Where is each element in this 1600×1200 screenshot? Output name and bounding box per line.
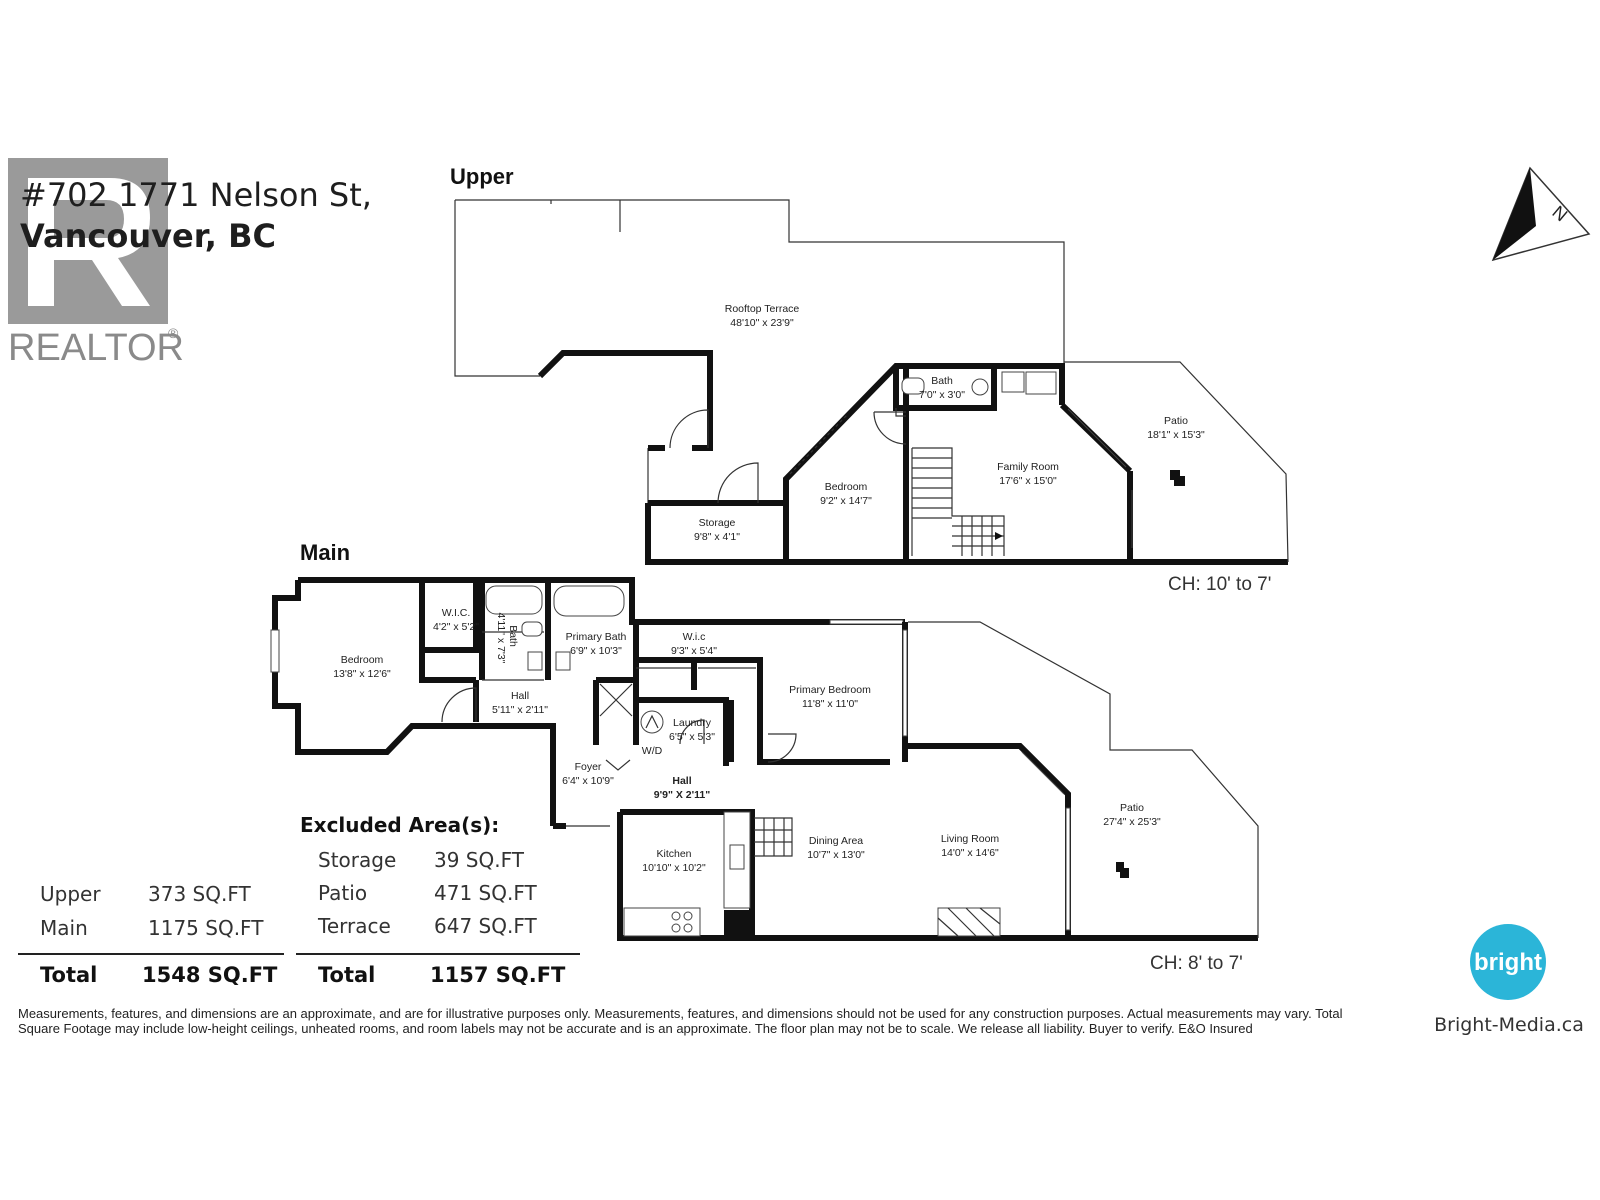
area-row-label: Upper [40, 882, 101, 906]
registered-mark: ® [168, 325, 179, 341]
room-main-patio-name: Patio [1120, 802, 1144, 814]
area-summary-table: Upper 373 SQ.FT Main 1175 SQ.FT Total 15… [18, 882, 284, 987]
bright-media-logo: bright Bright-Media.ca [1434, 924, 1584, 1036]
room-laundry-dim: 6'5" x 5'3" [669, 731, 715, 743]
address-line-2: Vancouver, BC [20, 217, 276, 255]
area-total-label: Total [40, 963, 97, 987]
room-foyer-dim: 6'4" x 10'9" [562, 775, 614, 787]
room-wic2-dim: 9'3" x 5'4" [671, 645, 717, 657]
excluded-area-table: Excluded Area(s): Storage 39 SQ.FT Patio… [296, 813, 580, 987]
upper-ceiling-height: CH: 10' to 7' [1168, 574, 1271, 595]
excluded-row-label: Storage [318, 848, 396, 872]
room-main-bedroom-dim: 13'8" x 12'6" [333, 668, 391, 680]
room-upper-bedroom-dim: 9'2" x 14'7" [820, 495, 872, 507]
realtor-wordmark: REALTOR [8, 327, 184, 369]
upper-level-label: Upper [450, 164, 514, 189]
room-primary-bath-dim: 6'9" x 10'3" [570, 645, 622, 657]
room-main-patio-dim: 27'4" x 25'3" [1103, 816, 1161, 828]
room-storage-dim: 9'8" x 4'1" [694, 531, 740, 543]
room-primary-bath-name: Primary Bath [566, 631, 627, 643]
north-arrow-icon: N [1491, 166, 1591, 262]
room-main-bedroom-name: Bedroom [341, 654, 384, 666]
room-storage-name: Storage [699, 517, 736, 529]
room-foyer-name: Foyer [575, 761, 602, 773]
room-family-room-name: Family Room [997, 461, 1059, 473]
room-dining-name: Dining Area [809, 835, 863, 847]
area-row-value: 373 SQ.FT [148, 882, 251, 906]
room-kitchen-dim: 10'10" x 10'2" [642, 862, 706, 874]
main-ceiling-height: CH: 8' to 7' [1150, 953, 1243, 974]
room-rooftop-terrace-dim: 48'10" x 23'9" [730, 317, 794, 329]
address-line-1: #702 1771 Nelson St, [20, 176, 372, 214]
excluded-title: Excluded Area(s): [300, 813, 499, 837]
room-living-dim: 14'0" x 14'6" [941, 847, 999, 859]
room-dining-dim: 10'7" x 13'0" [807, 849, 865, 861]
room-laundry-name: Laundry [673, 717, 712, 729]
excluded-total-value: 1157 SQ.FT [430, 963, 566, 987]
room-wic-name: W.I.C. [442, 607, 471, 619]
room-upper-bedroom-name: Bedroom [825, 481, 868, 493]
area-total-value: 1548 SQ.FT [142, 963, 278, 987]
excluded-row-label: Patio [318, 881, 367, 905]
room-family-room-dim: 17'6" x 15'0" [999, 475, 1057, 487]
main-level-label: Main [300, 540, 350, 565]
room-rooftop-terrace-name: Rooftop Terrace [725, 303, 800, 315]
upper-room-labels: Rooftop Terrace 48'10" x 23'9" Bath 7'0"… [694, 303, 1205, 543]
room-upper-bath-dim: 7'0" x 3'0" [919, 389, 965, 401]
area-row-value: 1175 SQ.FT [148, 916, 264, 940]
room-living-name: Living Room [941, 833, 1000, 845]
excluded-row-value: 39 SQ.FT [434, 848, 525, 872]
room-wd-label: W/D [642, 745, 663, 757]
bright-media-url: Bright-Media.ca [1434, 1014, 1584, 1036]
room-hall-name: Hall [511, 690, 529, 702]
main-level-plan [270, 577, 1259, 941]
room-upper-bath-name: Bath [931, 375, 953, 387]
room-hall2-name: Hall [672, 775, 691, 787]
room-main-bath-name: Bath [507, 625, 519, 647]
upper-level-plan [454, 199, 1289, 565]
bright-logo-text: bright [1474, 949, 1542, 976]
room-hall2-dim: 9'9" X 2'11" [654, 789, 710, 801]
room-primary-bedroom-dim: 11'8" x 11'0" [802, 698, 858, 710]
room-wic-dim: 4'2" x 5'2" [433, 621, 479, 633]
realtor-logo: REALTOR ® [8, 158, 184, 369]
room-kitchen-name: Kitchen [656, 848, 691, 860]
bright-logo-icon [1470, 924, 1546, 1000]
room-primary-bedroom-name: Primary Bedroom [789, 684, 871, 696]
room-hall-dim: 5'11" x 2'11" [492, 704, 548, 716]
room-upper-patio-name: Patio [1164, 415, 1188, 427]
disclaimer-text: Measurements, features, and dimensions a… [18, 1006, 1343, 1036]
room-upper-patio-dim: 18'1" x 15'3" [1147, 429, 1205, 441]
excluded-row-value: 471 SQ.FT [434, 881, 537, 905]
main-room-labels: Bedroom 13'8" x 12'6" W.I.C. 4'2" x 5'2"… [333, 607, 1161, 874]
room-wic2-name: W.i.c [683, 631, 706, 643]
area-row-label: Main [40, 916, 88, 940]
excluded-row-label: Terrace [317, 914, 391, 938]
excluded-total-label: Total [318, 963, 375, 987]
room-main-bath-dim: 4'11" x 7'3" [495, 613, 507, 664]
excluded-row-value: 647 SQ.FT [434, 914, 537, 938]
